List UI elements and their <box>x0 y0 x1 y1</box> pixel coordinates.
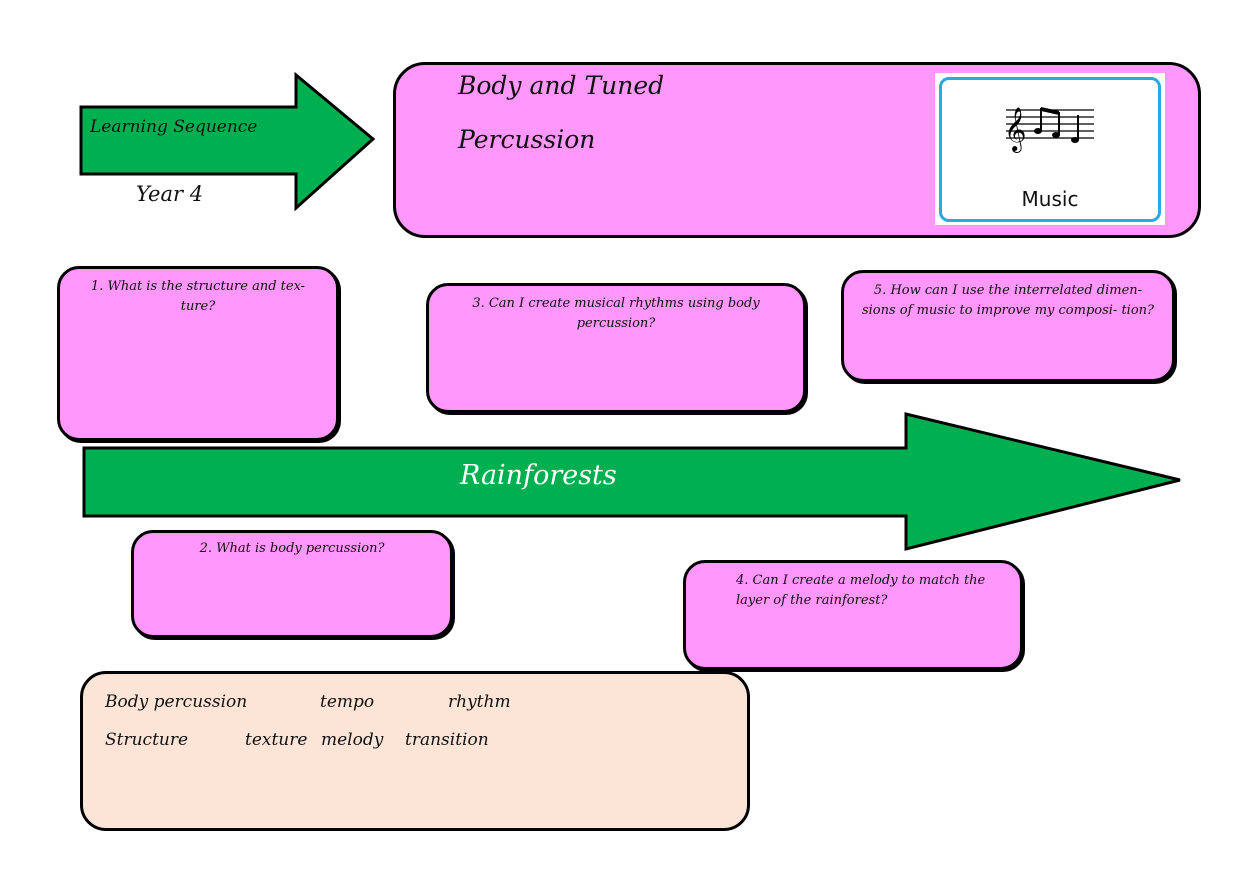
timeline-arrow-shape <box>82 412 1181 551</box>
subject-card-frame: 𝄞 Music <box>939 77 1161 222</box>
music-notes-icon: 𝄞 <box>1004 107 1094 153</box>
vocab-word: rhythm <box>448 692 511 712</box>
question-text-4: 4. Can I create a melody to match the la… <box>736 573 986 608</box>
question-box-3: 3. Can I create musical rhythms using bo… <box>426 283 806 413</box>
timeline-label: Rainforests <box>460 460 617 491</box>
rainforests-arrow <box>80 410 1190 555</box>
question-text-3: 3. Can I create musical rhythms using bo… <box>472 296 760 331</box>
vocab-word: Structure <box>105 730 189 750</box>
vocab-word: Body percussion <box>105 692 248 712</box>
vocab-word: texture <box>245 730 308 750</box>
year-label: Year 4 <box>136 182 204 206</box>
question-box-5: 5. How can I use the interrelated dimen-… <box>841 270 1175 382</box>
vocab-word: transition <box>405 730 489 750</box>
svg-text:𝄞: 𝄞 <box>1004 107 1026 153</box>
vocabulary-box: Body percussion tempo rhythm Structure t… <box>80 671 750 831</box>
learning-sequence-label: Learning Sequence <box>90 117 258 137</box>
arrow-shape <box>79 72 376 212</box>
question-box-4: 4. Can I create a melody to match the la… <box>683 560 1023 670</box>
question-box-2: 2. What is body percussion? <box>131 530 453 638</box>
question-box-1: 1. What is the structure and tex- ture? <box>57 266 339 441</box>
vocab-word: tempo <box>320 692 375 712</box>
topic-title-line2: Percussion <box>458 125 596 154</box>
subject-label: Music <box>1021 187 1079 211</box>
question-text-2: 2. What is body percussion? <box>199 541 385 556</box>
vocab-word: melody <box>321 730 384 750</box>
question-text-5: 5. How can I use the interrelated dimen-… <box>861 283 1155 318</box>
question-text-1: 1. What is the structure and tex- ture? <box>90 279 306 314</box>
topic-title-line1: Body and Tuned <box>458 71 665 100</box>
learning-sequence-arrow <box>78 72 378 212</box>
